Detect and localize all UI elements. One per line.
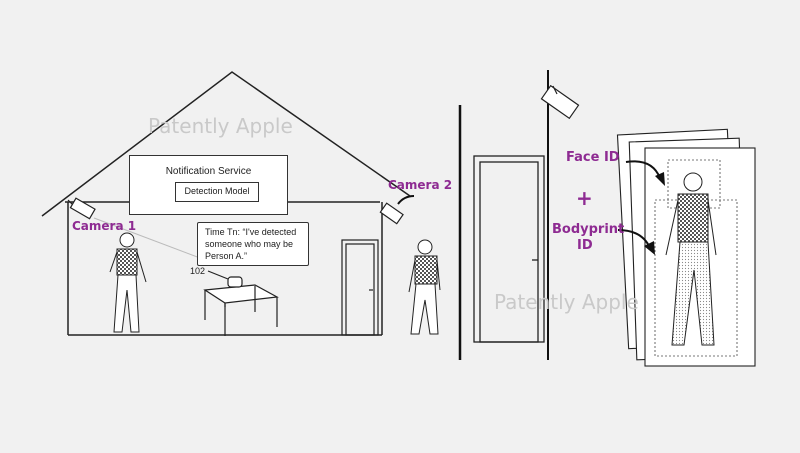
bodyprint-label-line1: Bodyprint (552, 222, 625, 237)
face-id-arrow (625, 160, 665, 186)
face-id-label: Face ID (566, 150, 620, 165)
wall-camera (540, 70, 580, 360)
notification-service-box: Notification Service Detection Model (129, 155, 288, 215)
indoor-door (341, 239, 379, 336)
speech-line-2: someone who may be (205, 239, 294, 249)
person-inside (109, 232, 147, 333)
watermark-left: Patently Apple (148, 114, 293, 138)
speech-line-3: Person A.” (205, 251, 248, 261)
camera-2-label: Camera 2 (388, 178, 453, 192)
detection-model-label: Detection Model (184, 186, 250, 196)
bodyprint-arrow (617, 229, 655, 255)
detection-model-box: Detection Model (175, 182, 259, 202)
bodyprint-label-line2: ID (577, 238, 593, 253)
person-identified (665, 172, 717, 346)
table (203, 270, 279, 336)
camera-1-device (67, 197, 201, 259)
watermark-right: Patently Apple (494, 290, 639, 314)
exterior-door (473, 155, 545, 343)
speech-bubble: Time Tn: “I've detected someone who may … (197, 222, 309, 266)
speech-line-1: Time Tn: “I've detected (205, 227, 297, 237)
camera-2-device (379, 195, 415, 225)
plus-sign: + (576, 186, 593, 210)
person-outside (408, 239, 441, 335)
camera-1-label: Camera 1 (72, 219, 137, 233)
reference-number-102: 102 (190, 266, 206, 276)
notification-service-title: Notification Service (165, 166, 252, 177)
